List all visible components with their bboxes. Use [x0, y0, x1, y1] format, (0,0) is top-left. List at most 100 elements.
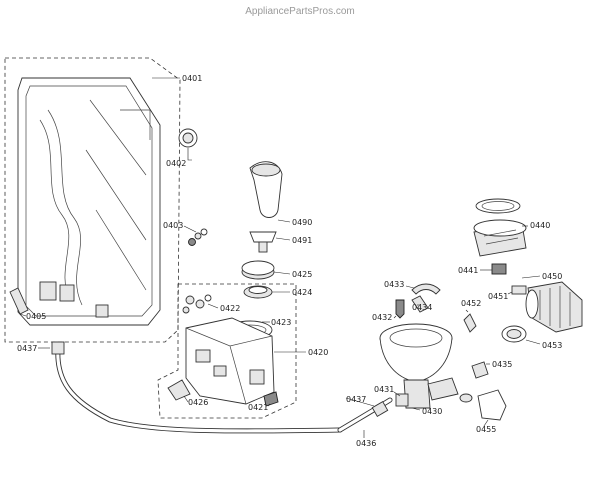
label-0453: 0453: [542, 341, 562, 350]
drain-hose-right-core: [338, 398, 392, 432]
label-0491: 0491: [292, 236, 312, 245]
leader-0402: [187, 148, 192, 161]
leader-0426: [183, 395, 189, 403]
part-0450-fins: [539, 286, 571, 328]
label-0403: 0403: [163, 221, 183, 230]
panel-port-3: [95, 304, 109, 318]
part-0440-top: [473, 219, 527, 237]
panel-group-boundary: [4, 57, 181, 343]
part-0422-d: [182, 306, 190, 314]
label-0450: 0450: [542, 272, 562, 281]
filter-group-boundary: [157, 283, 297, 419]
label-0490: 0490: [292, 218, 312, 227]
side-panel-channel-2: [47, 109, 83, 306]
leader-0455: [483, 419, 489, 427]
label-0430: 0430: [422, 407, 442, 416]
leader-0421: [267, 403, 271, 407]
part-0491-cap: [249, 231, 277, 243]
panel-port-2: [59, 284, 75, 302]
drain-hose-core: [56, 346, 342, 433]
label-0405: 0405: [26, 312, 46, 321]
part-0432-screw: [395, 299, 405, 319]
drain-hose-right: [337, 397, 393, 433]
part-0402-ring-inner: [182, 132, 194, 144]
label-0421: 0421: [248, 403, 268, 412]
center-upper-parts: [241, 161, 283, 299]
leader-0437-right: [345, 397, 375, 407]
leader-0452: [465, 309, 469, 313]
part-0440-seal-ring: [475, 198, 521, 214]
label-0434: 0434: [412, 303, 432, 312]
label-0425: 0425: [292, 270, 312, 279]
part-0490-funnel: [249, 161, 283, 218]
label-0426: 0426: [188, 398, 208, 407]
panel-port-1: [39, 281, 57, 301]
part-0430-bowl: [379, 337, 453, 383]
label-0440: 0440: [530, 221, 550, 230]
leader-lines: [19, 77, 541, 438]
part-0430-rim-inner: [389, 328, 443, 348]
part-0422-c: [204, 294, 212, 302]
side-panel-ribs: [85, 99, 147, 291]
part-0425-disc-top: [241, 260, 275, 276]
part-0420-port-3: [249, 369, 265, 385]
part-0455-inlet: [459, 393, 473, 403]
label-0401: 0401: [182, 74, 202, 83]
leader-0432: [393, 315, 397, 319]
part-0405-clip: [9, 287, 29, 315]
part-0403-washer: [200, 228, 208, 236]
label-0423: 0423: [271, 318, 291, 327]
part-0403-screw-1: [188, 238, 196, 246]
side-panel-inner-rim: [25, 85, 153, 317]
label-0431: 0431: [374, 385, 394, 394]
part-0420-edges: [185, 327, 273, 405]
label-0402: 0402: [166, 159, 186, 168]
part-0452-clip: [463, 313, 477, 333]
drain-hose-left: [51, 341, 343, 434]
side-panel-channel: [39, 119, 71, 301]
leader-0451: [507, 291, 513, 295]
leader-0405: [19, 313, 27, 317]
leader-0491: [275, 237, 291, 241]
drain-hose-fitting: [51, 341, 65, 355]
label-0437-left: 0437: [17, 344, 37, 353]
part-0441-impeller: [491, 263, 507, 275]
label-0422: 0422: [220, 304, 240, 313]
leader-0403: [183, 225, 197, 233]
leader-0453: [525, 339, 541, 345]
side-panel-corner: [120, 109, 151, 140]
leader-0490: [277, 219, 291, 223]
part-0424-seal-inner: [248, 286, 268, 294]
sump-assembly: [379, 283, 477, 409]
part-0450-face: [525, 289, 539, 319]
part-0420-port-1: [195, 349, 211, 363]
drain-hose-right-fitting: [371, 401, 389, 417]
label-0432: 0432: [372, 313, 392, 322]
part-0440-seal-ring-inner: [481, 201, 515, 211]
leader-0425: [273, 271, 291, 275]
part-0430-side-port: [427, 377, 459, 401]
part-0490-top: [251, 163, 281, 177]
label-0455: 0455: [476, 425, 496, 434]
label-0441: 0441: [458, 266, 478, 275]
part-0440-ribs: [483, 229, 519, 245]
label-0433: 0433: [384, 280, 404, 289]
label-0424: 0424: [292, 288, 312, 297]
part-0422-b: [195, 299, 205, 309]
label-0420: 0420: [308, 348, 328, 357]
part-0426-sensor: [167, 379, 191, 401]
part-0422-a: [185, 295, 195, 305]
part-0433-clip: [411, 283, 441, 295]
label-0435: 0435: [492, 360, 512, 369]
part-0420-port-2: [213, 365, 227, 377]
watermark-text: AppliancePartsPros.com: [245, 6, 355, 17]
part-0421-clip: [263, 391, 279, 407]
leader-0450: [521, 275, 541, 279]
leader-0430: [411, 407, 421, 411]
part-0435-clip: [471, 361, 489, 379]
leader-0433: [405, 285, 415, 289]
leader-0431: [393, 391, 401, 397]
side-panel-outer: [17, 77, 161, 326]
label-0436: 0436: [356, 439, 376, 448]
